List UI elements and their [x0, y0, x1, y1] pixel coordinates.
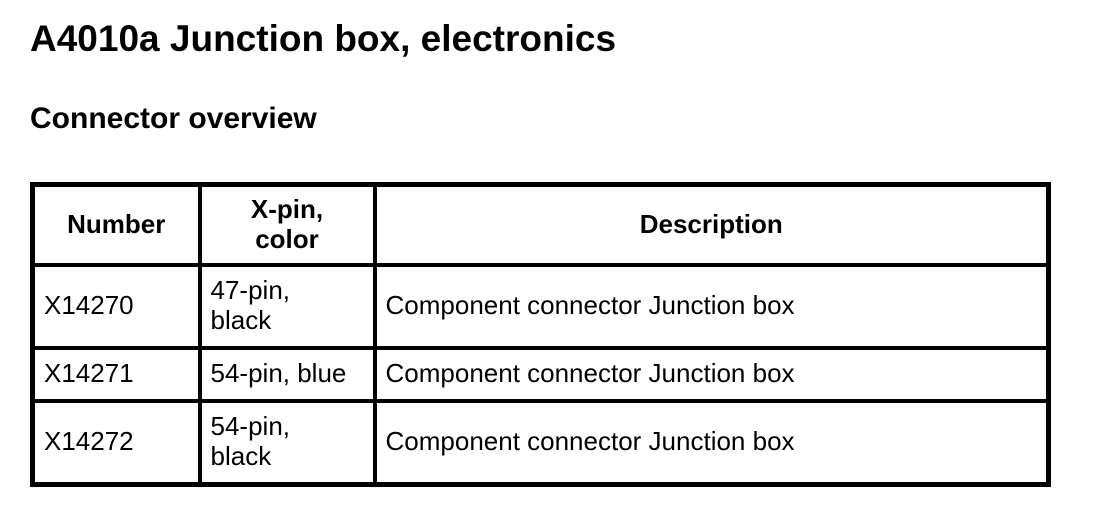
cell-description: Component connector Junction box [372, 262, 1051, 350]
cell-number: X14271 [30, 345, 202, 403]
section-heading: Connector overview [30, 102, 317, 135]
connector-overview-table: Number X-pin, color Description X14270 4… [30, 182, 1051, 487]
cell-number: X14270 [30, 262, 202, 350]
page-title: A4010a Junction box, electronics [30, 18, 617, 59]
header-description: Description [372, 182, 1051, 267]
cell-pin-color: 54-pin, black [197, 398, 377, 487]
header-number: Number [30, 182, 202, 267]
cell-number: X14272 [30, 398, 202, 487]
cell-pin-color: 54-pin, blue [197, 345, 377, 403]
table-row: X14270 47-pin, black Component connector… [30, 262, 1051, 350]
cell-pin-color: 47-pin, black [197, 262, 377, 350]
table-header-row: Number X-pin, color Description [30, 182, 1051, 267]
header-pin-color: X-pin, color [197, 182, 377, 267]
cell-description: Component connector Junction box [372, 398, 1051, 487]
table-row: X14271 54-pin, blue Component connector … [30, 345, 1051, 403]
table-body: X14270 47-pin, black Component connector… [30, 262, 1051, 487]
table-row: X14272 54-pin, black Component connector… [30, 398, 1051, 487]
cell-description: Component connector Junction box [372, 345, 1051, 403]
